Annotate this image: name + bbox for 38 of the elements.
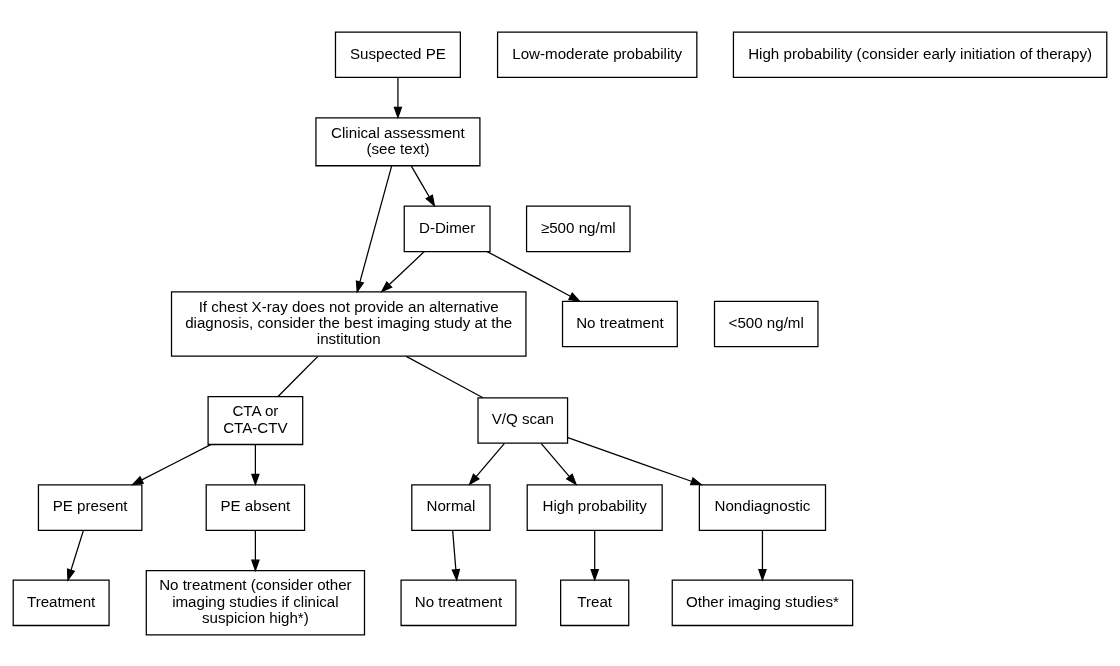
- node-box: High probability: [526, 483, 663, 531]
- arrow: [355, 164, 393, 294]
- connector: [277, 355, 319, 397]
- node-box: ≥500 ng/ml: [525, 205, 631, 252]
- node-box: CTA or CTA-CTV: [207, 395, 304, 445]
- node-box: V/Q scan: [477, 396, 569, 444]
- arrow: [590, 529, 600, 582]
- node-box: PE present: [37, 483, 143, 531]
- node-box: Treatment: [12, 578, 110, 626]
- node-box: <500 ng/ml: [713, 300, 819, 347]
- arrow: [468, 442, 505, 486]
- node-box: No treatment (consider other imaging studies if clinical suspicion high*): [145, 569, 366, 636]
- arrow: [130, 443, 212, 485]
- node-box: Clinical assessment (see text): [315, 116, 481, 166]
- node-box: Normal: [411, 483, 491, 531]
- arrow: [393, 76, 403, 119]
- node-box: Nondiagnostic: [698, 483, 827, 531]
- node-box: Suspected PE: [334, 30, 461, 78]
- node-box: If chest X-ray does not provide an alternative diagnosis, consider the best imaging study at the institution: [170, 290, 527, 357]
- node-box: No treatment: [400, 578, 517, 626]
- node-box: Low-moderate probability: [496, 30, 698, 78]
- arrow: [380, 250, 425, 293]
- node-box: No treatment: [561, 300, 678, 347]
- arrow: [451, 529, 461, 582]
- arrow: [250, 443, 260, 486]
- arrow: [567, 436, 704, 485]
- arrow: [486, 250, 582, 302]
- connector: [405, 355, 484, 398]
- node-box: Other imaging studies*: [671, 578, 854, 626]
- node-box: High probability (consider early initiation of therapy): [732, 30, 1108, 78]
- node-box: PE absent: [205, 483, 306, 531]
- arrow: [410, 165, 436, 207]
- arrow: [758, 529, 767, 582]
- arrow: [540, 442, 578, 486]
- node-box: Treat: [560, 578, 630, 626]
- node-box: D-Dimer: [403, 205, 491, 252]
- arrow: [66, 529, 85, 582]
- arrow: [250, 529, 260, 572]
